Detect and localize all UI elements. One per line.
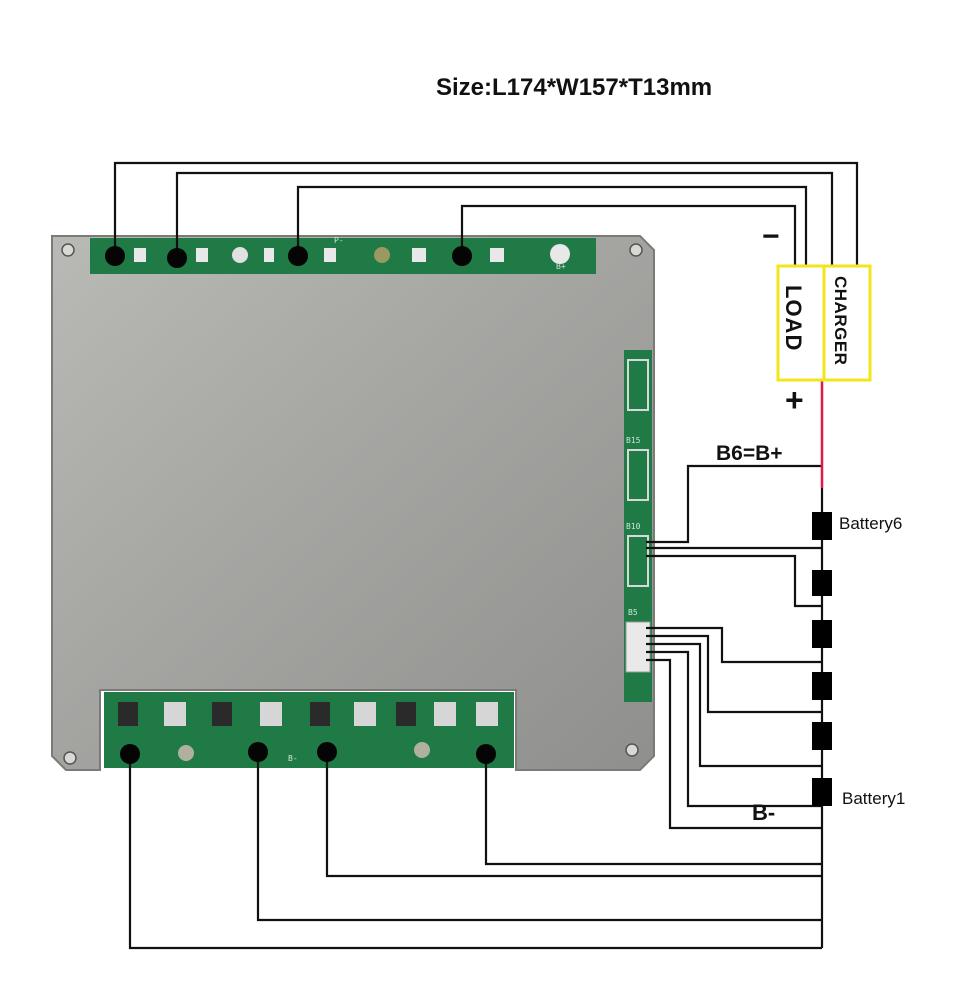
charger-box	[822, 264, 872, 382]
negative-sign: −	[762, 220, 780, 253]
silk-b-plus: B+	[556, 262, 566, 271]
charger-label: CHARGER	[831, 276, 850, 366]
b6-label: B6=B+	[716, 442, 783, 465]
balance-connector	[625, 621, 651, 673]
battery6-label: Battery6	[839, 514, 903, 533]
page-title: Size:L174*W157*T13mm	[436, 74, 713, 101]
mosfet-row	[118, 702, 498, 726]
silk-b15: B15	[626, 436, 641, 445]
balance-connector	[627, 359, 649, 587]
silk-b-minus: B-	[288, 754, 298, 763]
wiring	[113, 161, 859, 950]
silk-b5: B5	[628, 608, 638, 617]
silk-p-minus: P-	[334, 236, 344, 245]
pcb-bottom-strip	[104, 692, 514, 768]
battery-cell	[812, 512, 832, 806]
load-label: LOAD	[781, 285, 806, 352]
battery1-label: Battery1	[842, 789, 906, 808]
positive-sign: +	[785, 382, 804, 418]
b-minus-label: B-	[752, 800, 776, 825]
terminal-pad	[105, 246, 496, 764]
heatsink-plate	[51, 235, 655, 771]
mounting-screw	[61, 243, 643, 765]
silk-b10: B10	[626, 522, 641, 531]
